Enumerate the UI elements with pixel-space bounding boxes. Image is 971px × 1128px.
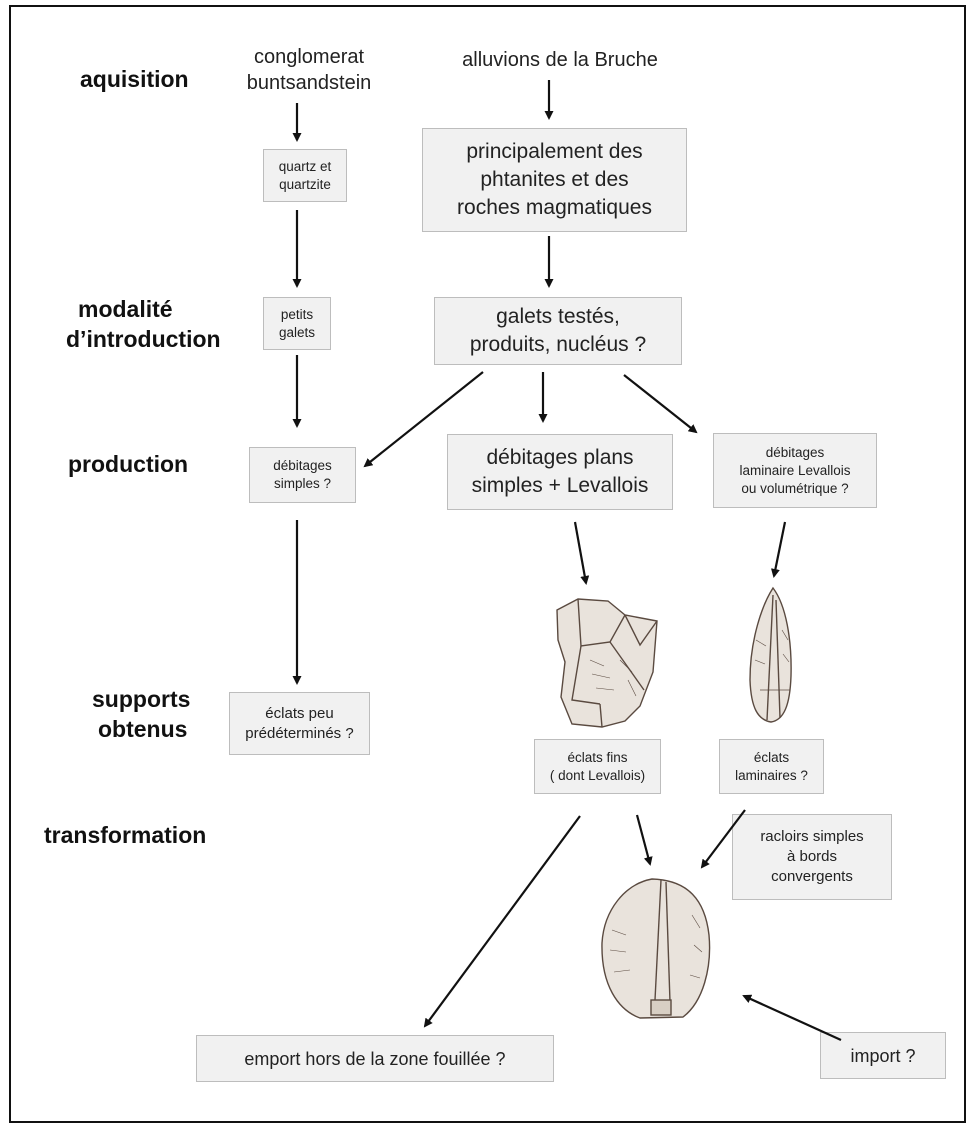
node-debitages-laminaire: débitages laminaire Levallois ou volumét… — [713, 433, 877, 508]
stage-label-production: production — [68, 451, 189, 477]
node-debitages-simples: débitages simples ? — [249, 447, 356, 503]
node-quartz: quartz et quartzite — [263, 149, 347, 202]
source-conglomerat-line2: buntsandstein — [246, 72, 372, 94]
source-alluvions: alluvions de la Bruche — [462, 49, 658, 71]
node-emport: emport hors de la zone fouillée ? — [196, 1035, 554, 1082]
flake-artifact-drawing — [556, 598, 658, 728]
stage-label-supports-1: supports — [92, 686, 191, 712]
arrow-eclats-fins-to-scraper — [635, 814, 653, 866]
arrow-eclats-fins-to-emport — [423, 815, 581, 1028]
node-eclats-laminaires: éclats laminaires ? — [719, 739, 824, 794]
stage-label-introduction-2: d’introduction — [66, 326, 221, 352]
stage-label-introduction-1: modalité — [78, 296, 173, 322]
source-conglomerat: conglomerat buntsandstein — [230, 44, 388, 96]
stage-label-acquisition: aquisition — [80, 66, 189, 92]
arrow-galets-to-debitages-laminaire — [623, 374, 698, 434]
node-racloirs: racloirs simples à bords convergents — [732, 814, 892, 900]
arrow-eclats-laminaires-to-scraper — [700, 809, 746, 869]
scraper-artifact-drawing — [601, 878, 711, 1019]
source-conglomerat-line1: conglomerat — [253, 46, 365, 68]
stage-label-supports-2: obtenus — [98, 716, 188, 742]
arrow-import-to-scraper — [742, 994, 842, 1042]
node-debitages-plans: débitages plans simples + Levallois — [447, 434, 673, 510]
arrow-debitages-plans-to-flake — [573, 521, 590, 585]
node-eclats-peu: éclats peu prédéterminés ? — [229, 692, 370, 755]
blade-artifact-drawing — [749, 586, 792, 723]
node-phtanites: principalement des phtanites et des roch… — [422, 128, 687, 232]
node-petits-galets: petits galets — [263, 297, 331, 350]
node-galets-testes: galets testés, produits, nucléus ? — [434, 297, 682, 365]
stage-label-transformation: transformation — [44, 822, 207, 848]
arrow-galets-to-debitages-simples — [363, 371, 484, 468]
node-eclats-fins: éclats fins ( dont Levallois) — [534, 739, 661, 794]
arrow-debitages-laminaire-to-blade — [770, 521, 787, 578]
